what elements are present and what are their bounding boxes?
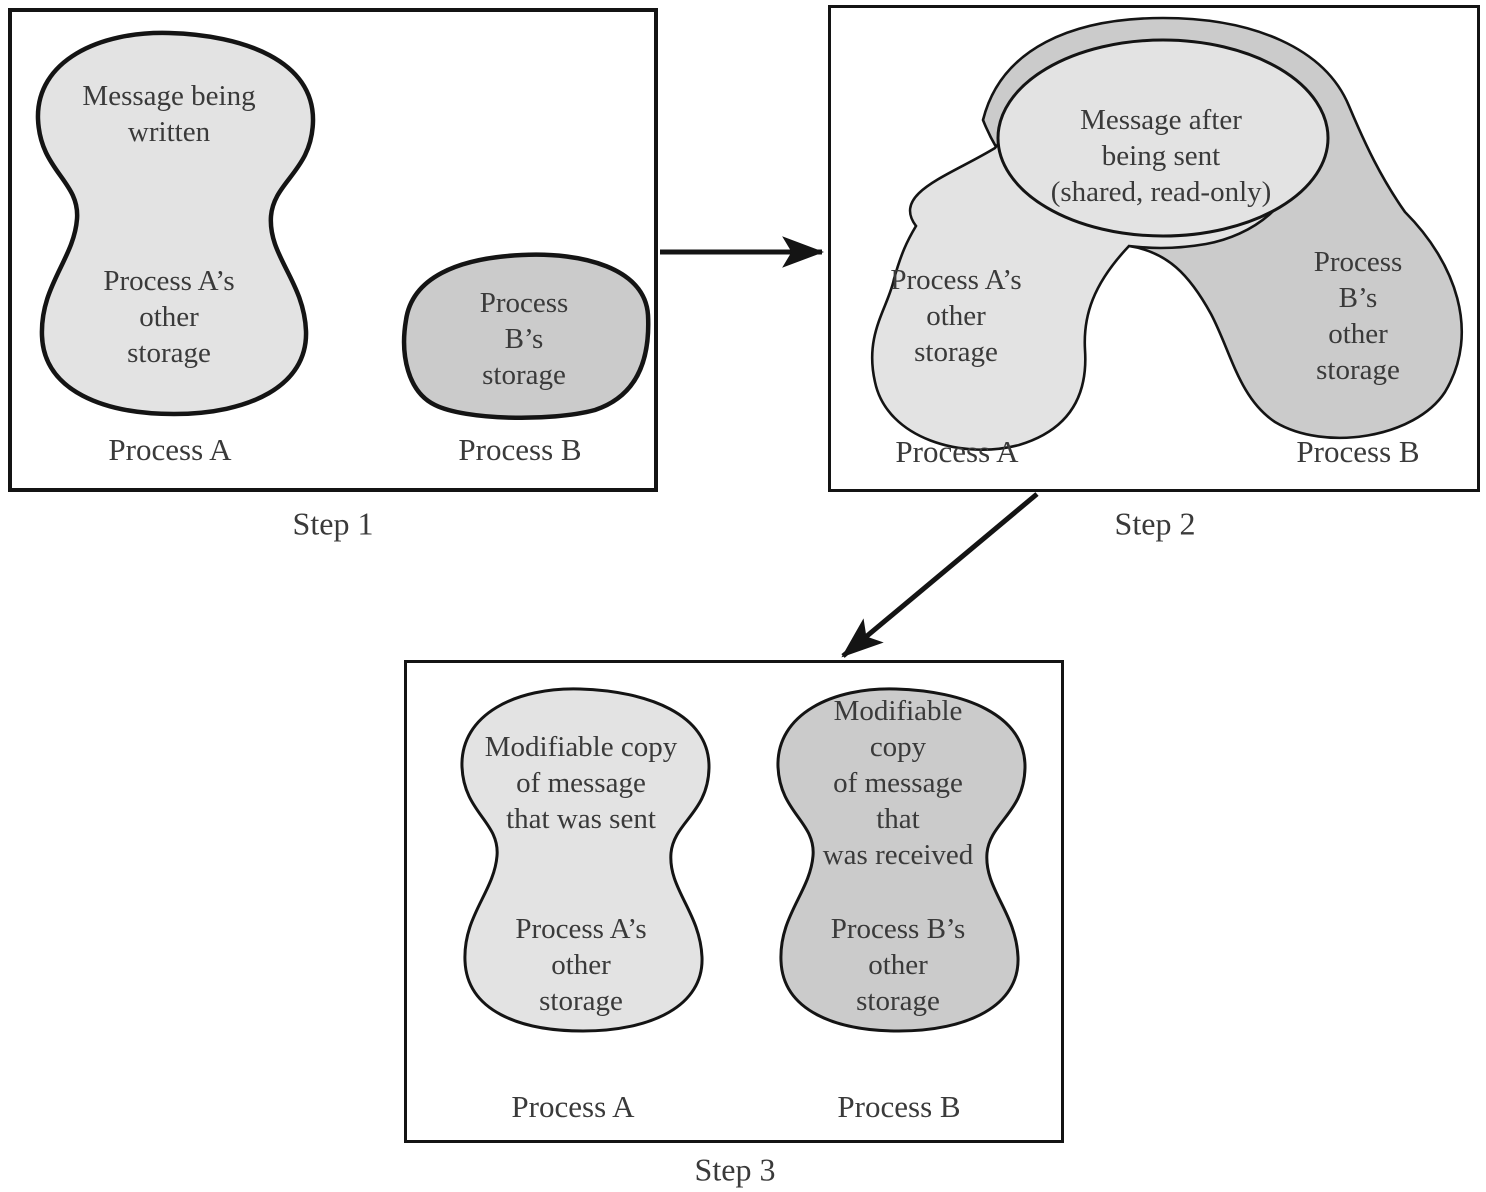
step3-copy-b-text: Modifiable copy of message that was rece…	[822, 695, 974, 871]
step2-shapes	[870, 16, 1464, 451]
step3-process-b-label: Process B	[837, 1089, 961, 1124]
step1-caption: Step 1	[292, 505, 374, 542]
step2-process-b-label: Process B	[1296, 434, 1420, 469]
step2-storage-b-text: Process B’s other storage	[1313, 246, 1403, 386]
step3-copy-a-text: Modifiable copy of message that was sent	[484, 731, 678, 835]
step3-panel: Modifiable copy of message that was sent…	[404, 660, 1064, 1143]
step1-panel: Message being written Process A’s other …	[8, 8, 658, 492]
step1-process-a-blob	[35, 30, 316, 417]
step2-shared-message-ellipse	[996, 38, 1330, 238]
step1-process-b-label: Process B	[458, 432, 582, 467]
step2-storage-a-text: Process A’s other storage	[890, 264, 1022, 368]
step3-storage-b-text: Process B’s other storage	[830, 913, 966, 1017]
step2-process-a-label: Process A	[895, 434, 1019, 469]
step3-storage-a-text: Process A’s other storage	[515, 913, 647, 1017]
step3-shapes	[407, 663, 1061, 1140]
arrow-step2-to-step3	[841, 492, 1039, 658]
step2-caption: Step 2	[1114, 505, 1196, 542]
step3-process-a-blob	[462, 689, 709, 1031]
step3-process-a-label: Process A	[511, 1089, 635, 1124]
step3-caption: Step 3	[694, 1151, 776, 1188]
step1-shapes	[35, 30, 651, 421]
step3-process-b-blob	[778, 689, 1025, 1031]
step2-message-text: Message after being sent (shared, read-o…	[1050, 104, 1272, 208]
step1-storage-a-text: Process A’s other storage	[103, 265, 235, 369]
step1-storage-b-text: Process B’s storage	[479, 287, 569, 391]
step2-panel: Message after being sent (shared, read-o…	[828, 5, 1480, 492]
step1-process-a-label: Process A	[108, 432, 232, 467]
step1-message-text: Message being written	[82, 80, 256, 148]
step1-process-b-blob	[401, 252, 651, 421]
